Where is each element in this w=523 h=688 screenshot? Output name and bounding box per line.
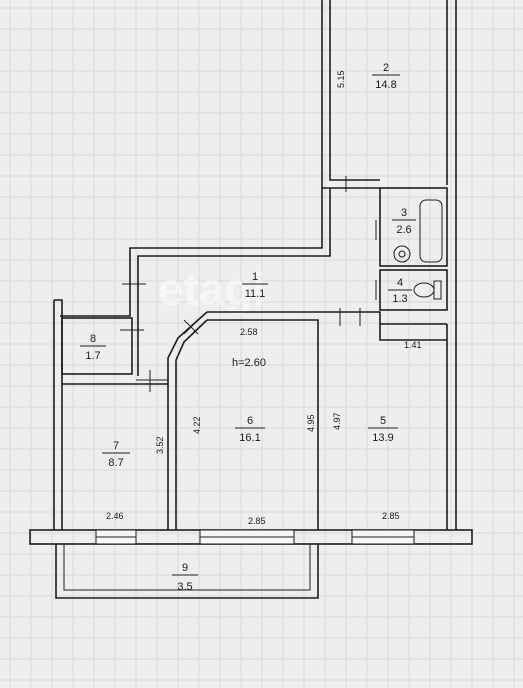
svg-text:4: 4 [397,277,403,289]
svg-text:1.3: 1.3 [392,293,407,305]
svg-text:8.7: 8.7 [108,457,123,469]
svg-text:9: 9 [182,562,188,574]
room-1-wall-top [60,188,323,317]
dimension-room-5-left: 4.97 [332,412,342,430]
room-label-4: 4 1.3 [388,277,412,305]
svg-text:14.8: 14.8 [375,79,396,91]
svg-text:6: 6 [247,415,253,427]
dimension-room-6-width: 2.85 [248,516,266,526]
svg-text:2.6: 2.6 [396,224,411,236]
room-1-wall-top-inner [137,188,331,316]
dimension-room-7-width: 2.46 [106,511,124,521]
toilet-icon [413,282,435,298]
room-5-wall-top [379,324,447,341]
svg-text:1.7: 1.7 [85,350,100,362]
svg-text:16.1: 16.1 [239,432,260,444]
svg-text:8: 8 [90,333,96,345]
room-label-2: 2 14.8 [372,62,400,91]
room-1-wall-bottom [207,311,447,325]
room-9-walls [55,544,319,599]
svg-text:11.1: 11.1 [245,288,266,300]
room-label-3: 3 2.6 [392,207,416,236]
room-label-1: 1 11.1 [242,271,268,300]
watermark: etagi [158,263,265,315]
dimension-room-5-width: 2.85 [382,511,400,521]
svg-text:1: 1 [252,271,258,283]
svg-text:3: 3 [401,207,407,219]
room-2-wall-left-inner [329,0,380,181]
toilet-tank-icon [433,280,442,300]
ceiling-height-label: h=2.60 [232,357,266,369]
dimension-room-7-right: 3.52 [155,436,165,454]
room-label-9: 9 3.5 [172,562,198,593]
room-label-6: 6 16.1 [235,415,265,444]
svg-text:3.5: 3.5 [177,581,192,593]
svg-text:7: 7 [113,440,119,452]
room-4-walls [379,269,448,311]
door-mark-room-6-b [183,319,199,335]
sink-drain-icon [398,250,406,258]
dimension-room-2-length: 5.15 [336,70,346,88]
bathtub-icon [419,199,443,263]
room-label-5: 5 13.9 [368,415,398,444]
room-label-8: 8 1.7 [80,333,106,362]
svg-text:13.9: 13.9 [372,432,393,444]
dimension-room-6-right: 4.95 [306,414,316,432]
room-label-7: 7 8.7 [102,440,130,469]
sink-icon [393,245,411,263]
room-6-wall-right [207,319,319,530]
dimension-room-6-left: 4.22 [192,416,202,434]
dimension-room-5-offset: 1.41 [404,340,422,350]
svg-text:2: 2 [383,62,389,74]
dimension-corridor-width: 2.58 [240,327,258,337]
outer-wall-left-inner [54,299,63,530]
svg-text:5: 5 [380,415,386,427]
room-9-inner-walls [63,544,311,591]
room-3-walls [379,187,448,267]
